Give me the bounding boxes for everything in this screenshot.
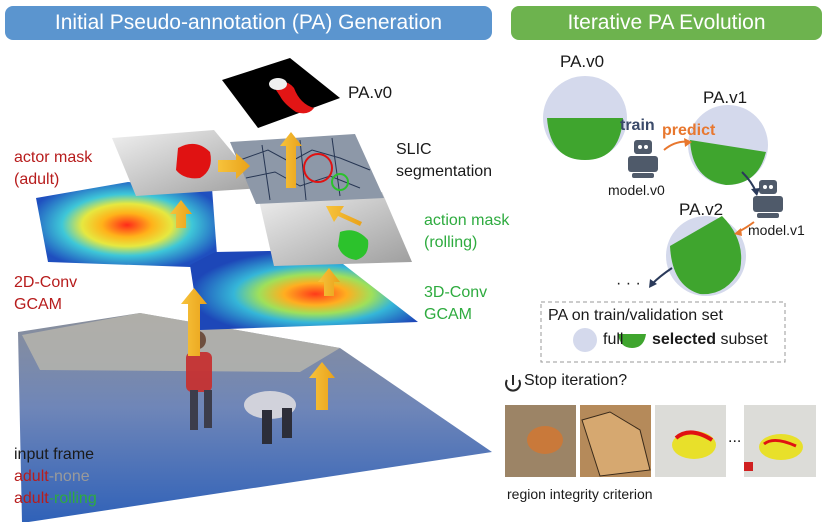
- actor-mask-label-line2: (adult): [14, 171, 60, 188]
- continue-arrow: [651, 267, 673, 285]
- action-mask-label-line1: action mask: [424, 212, 510, 229]
- gcam-2d-layer: [36, 182, 218, 268]
- slic-label-line2: segmentation: [396, 163, 493, 180]
- model-v1-label: model.v1: [748, 222, 805, 238]
- conv2d-label-line2: GCAM: [14, 296, 62, 313]
- legend-selected: selected subset: [652, 330, 768, 350]
- conv2d-label-line1: 2D-Conv: [14, 274, 78, 291]
- criterion-thumbnails: [505, 405, 816, 477]
- pa-v0-circle: [543, 76, 627, 160]
- label-none: -none: [48, 468, 90, 485]
- left-panel-title: Initial Pseudo-annotation (PA) Generatio…: [5, 6, 492, 40]
- stop-iteration-label: Stop iteration?: [524, 372, 628, 389]
- label-adult: adult: [14, 468, 49, 485]
- pa-v1-circle: [688, 105, 768, 185]
- legend-box: [540, 301, 786, 363]
- legend-full: full: [603, 331, 624, 348]
- input-frame-label: input frame: [14, 446, 95, 463]
- robot-icon: [628, 140, 658, 178]
- train-label: train: [620, 117, 655, 134]
- actor-mask-label-line1: actor mask: [14, 149, 93, 166]
- pa-v0-title: PA.v0: [560, 52, 605, 71]
- criterion-label: region integrity criterion: [507, 486, 653, 502]
- pa-v0-label: PA.v0: [348, 83, 393, 102]
- slic-label-line1: SLIC: [396, 141, 432, 158]
- label-adult-rolling: adult-rolling: [14, 489, 97, 509]
- conv3d-label-line2: GCAM: [424, 306, 472, 323]
- pa-v2-title: PA.v2: [679, 200, 724, 219]
- legend-selected-bold: selected: [652, 331, 717, 348]
- thumbnail-ellipsis: ...: [728, 429, 742, 446]
- label-rolling: -rolling: [48, 490, 97, 507]
- conv3d-label-line1: 3D-Conv: [424, 284, 488, 301]
- model-v0-label: model.v0: [608, 182, 665, 198]
- right-panel-title: Iterative PA Evolution: [511, 6, 822, 40]
- slic-layer: [230, 134, 384, 204]
- pa-v1-title: PA.v1: [703, 88, 748, 107]
- gcam-3d-layer: [190, 250, 418, 330]
- label-adult: adult: [14, 490, 49, 507]
- power-icon: [505, 375, 521, 392]
- legend-title: PA on train/validation set: [548, 307, 723, 324]
- predict-label: predict: [662, 122, 716, 139]
- robot-icon: [753, 180, 783, 218]
- legend-selected-rest: subset: [716, 331, 768, 348]
- flow-arrows: [170, 132, 362, 410]
- label-adult-none: adult-none: [14, 467, 90, 487]
- pa-v2-circle: [666, 216, 746, 296]
- continue-ellipsis: · · ·: [616, 275, 641, 292]
- action-mask-layer: [258, 192, 412, 266]
- action-mask-label-line2: (rolling): [424, 234, 478, 251]
